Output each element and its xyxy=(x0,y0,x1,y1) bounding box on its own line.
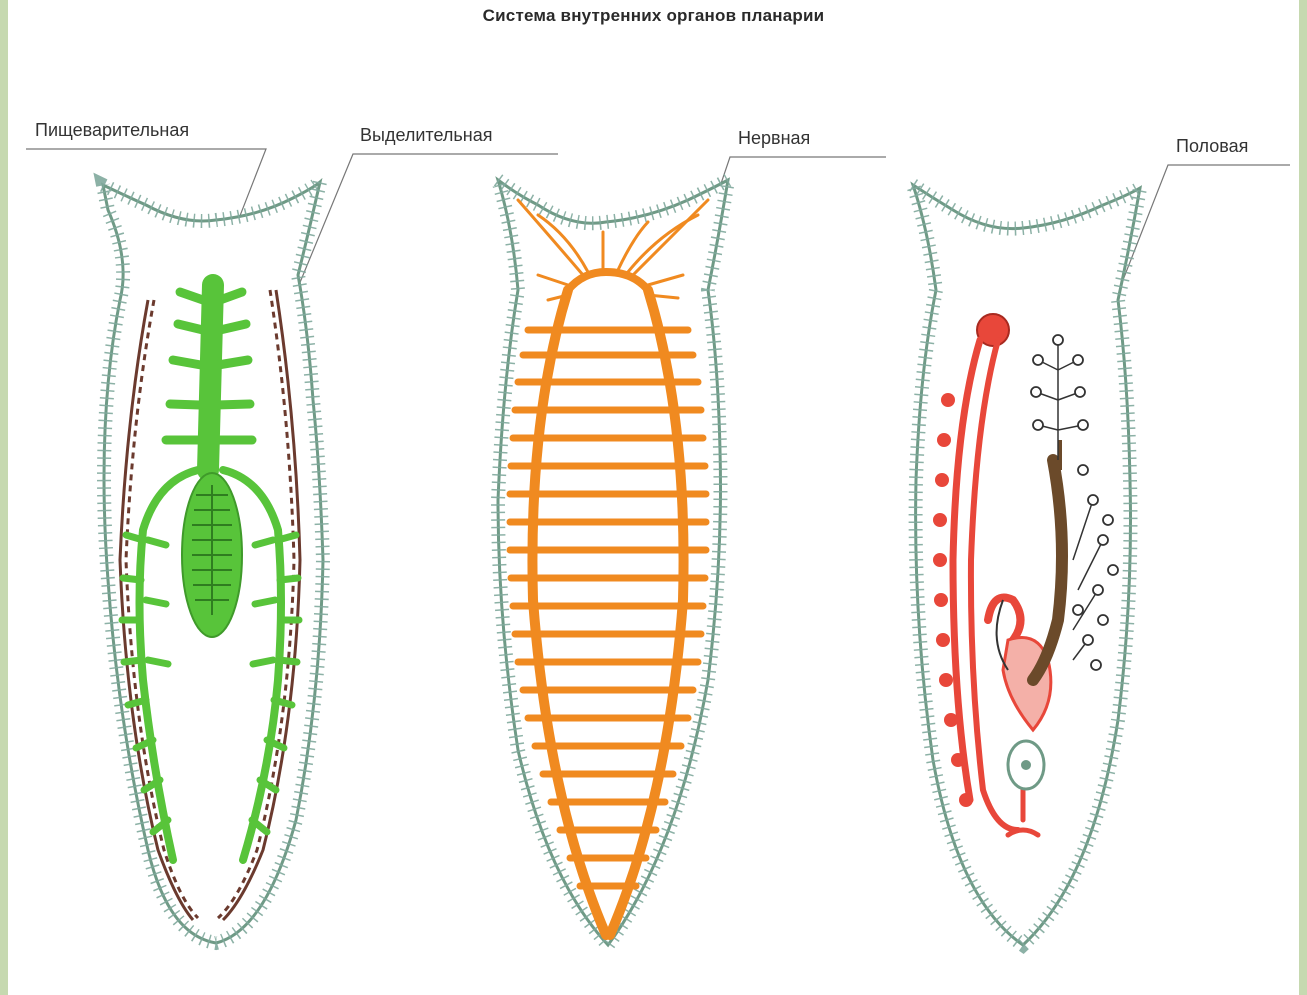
planarian-digestive-figure xyxy=(103,182,323,943)
figure-frame: Система внутренних органов планарии Пище… xyxy=(8,0,1299,995)
planarian-reproductive-figure xyxy=(913,185,1140,945)
diagram-canvas xyxy=(8,0,1299,995)
planarian-nervous-figure xyxy=(498,180,728,945)
